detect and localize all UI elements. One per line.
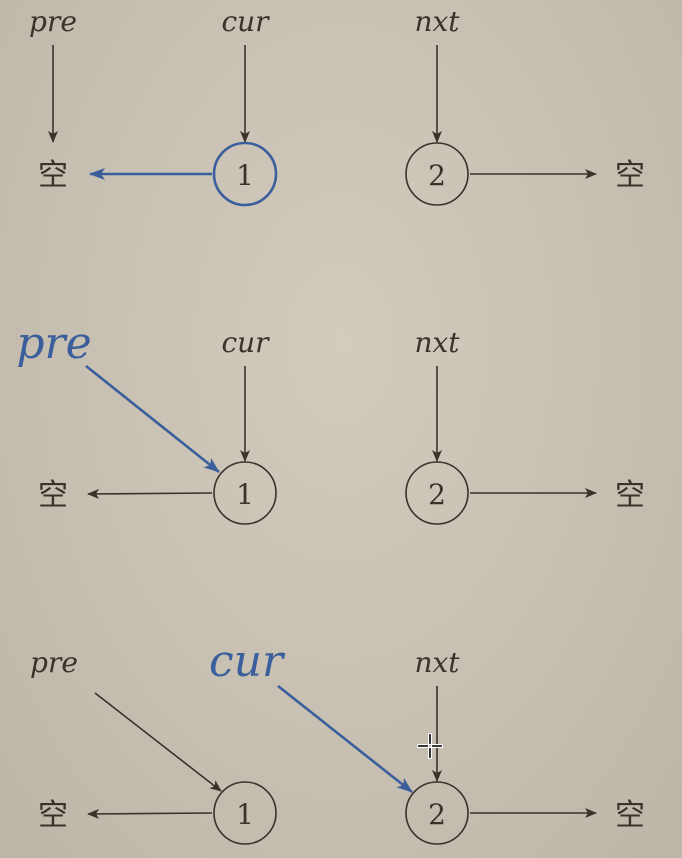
null-right: 空 bbox=[615, 798, 645, 833]
node-1-value: 1 bbox=[236, 798, 254, 831]
cur-label: cur bbox=[221, 5, 270, 38]
null-right: 空 bbox=[615, 478, 645, 513]
node-2 bbox=[405, 461, 469, 525]
node-1 bbox=[212, 141, 278, 207]
pre-label: pre bbox=[29, 5, 77, 38]
pre-pointer-arrow bbox=[94, 692, 222, 792]
null-left: 空 bbox=[38, 798, 68, 833]
nxt-label: nxt bbox=[414, 5, 460, 38]
node-2 bbox=[405, 142, 469, 206]
node-1-value: 1 bbox=[236, 478, 254, 511]
cur-label-highlighted: cur bbox=[209, 636, 286, 687]
crosshair-move-icon bbox=[417, 733, 443, 759]
nxt-label: nxt bbox=[414, 646, 460, 679]
node-2-value: 2 bbox=[428, 159, 446, 192]
node-1-next-arrow bbox=[87, 808, 213, 819]
null-right: 空 bbox=[615, 158, 645, 193]
node-1-next-arrow bbox=[87, 488, 213, 499]
panel-2: pre cur nxt 空 1 2 空 bbox=[16, 318, 645, 525]
nxt-label: nxt bbox=[414, 326, 460, 359]
pre-moved-arrow bbox=[85, 364, 220, 474]
node-2-value: 2 bbox=[428, 478, 446, 511]
null-left: 空 bbox=[38, 478, 68, 513]
panel-3: pre cur nxt 空 1 2 空 bbox=[30, 636, 645, 845]
node-2-value: 2 bbox=[428, 798, 446, 831]
pre-label: pre bbox=[30, 646, 78, 679]
node-1-value: 1 bbox=[236, 159, 254, 192]
node-1 bbox=[213, 781, 277, 845]
null-left: 空 bbox=[38, 158, 68, 193]
pre-label-highlighted: pre bbox=[16, 318, 91, 369]
node-2 bbox=[405, 781, 469, 845]
panel-1: pre cur nxt 空 1 2 空 bbox=[29, 5, 645, 207]
node-1 bbox=[213, 461, 277, 525]
cur-moved-arrow bbox=[277, 684, 413, 794]
cur-label: cur bbox=[221, 326, 270, 359]
